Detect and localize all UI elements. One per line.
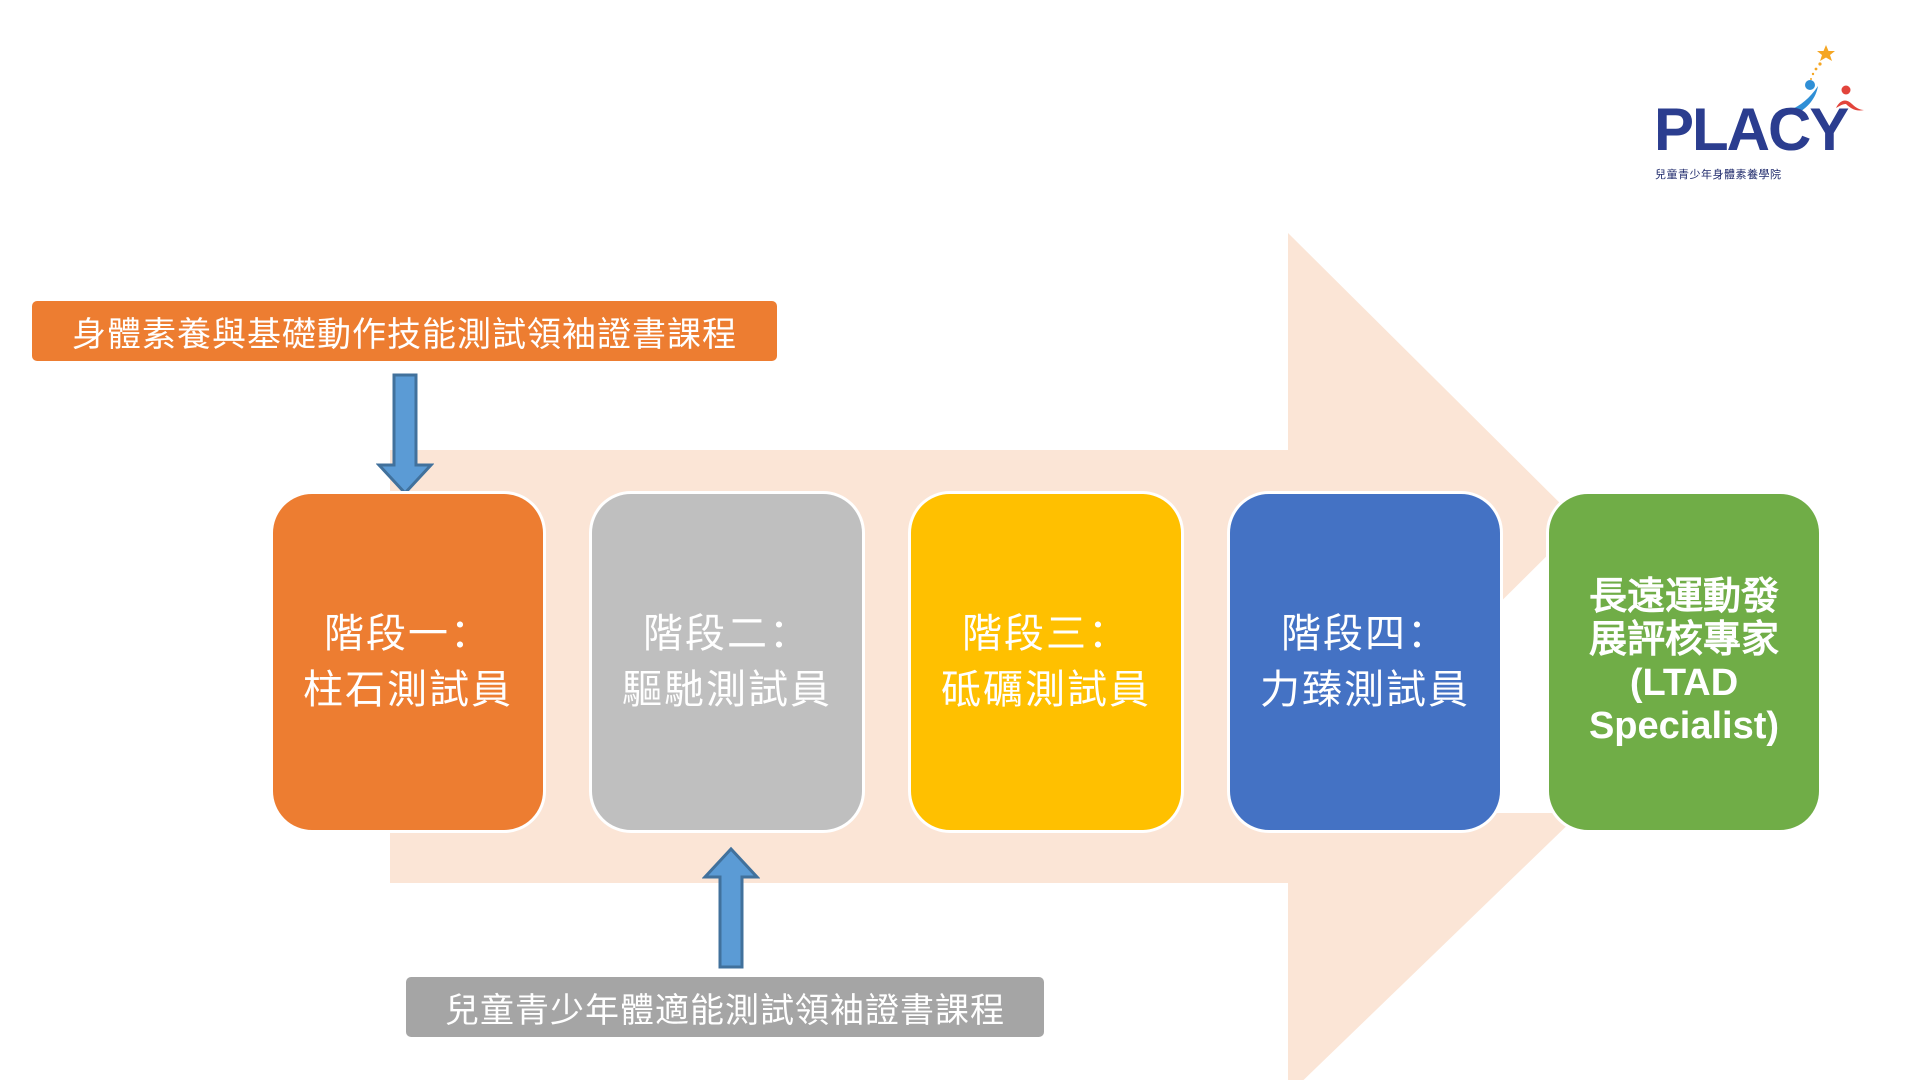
stage-three-box: 階段三： 砥礪測試員 [908, 491, 1184, 833]
course-banner-fitness-testing: 兒童青少年體適能測試領袖證書課程 [406, 977, 1044, 1037]
stage-two-label: 階段二： [643, 611, 811, 657]
stage-four-box: 階段四： 力臻測試員 [1227, 491, 1503, 833]
placy-logo: PLACY 兒童青少年身體素養學院 [1640, 40, 1880, 190]
stage-one-box: 階段一： 柱石測試員 [270, 491, 546, 833]
ltad-specialist-line-1: 長遠運動發 [1588, 576, 1779, 618]
stage-three-name: 砥礪測試員 [941, 667, 1151, 713]
stage-four-label: 階段四： [1281, 611, 1449, 657]
logo-figures-icon [1790, 45, 1864, 114]
stage-four-name: 力臻測試員 [1260, 667, 1470, 713]
ltad-specialist-box: 長遠運動發 展評核專家 (LTAD Specialist) [1546, 491, 1822, 833]
ltad-specialist-line-2: 展評核專家 [1588, 619, 1779, 661]
ltad-specialist-line-3: (LTAD [1629, 662, 1739, 704]
stage-one-name: 柱石測試員 [303, 667, 513, 713]
stage-two-name: 驅馳測試員 [622, 667, 832, 713]
ltad-specialist-line-4: Specialist) [1588, 705, 1780, 747]
logo-wordmark: PLACY [1654, 96, 1849, 163]
stage-one-label: 階段一： [324, 611, 492, 657]
up-pointer-arrow [702, 846, 760, 969]
stage-three-label: 階段三： [962, 611, 1130, 657]
course-banner-fundamental-movement: 身體素養與基礎動作技能測試領袖證書課程 [32, 301, 777, 361]
down-pointer-arrow [376, 373, 434, 496]
stage-two-box: 階段二： 驅馳測試員 [589, 491, 865, 833]
logo-tagline: 兒童青少年身體素養學院 [1655, 168, 1782, 181]
